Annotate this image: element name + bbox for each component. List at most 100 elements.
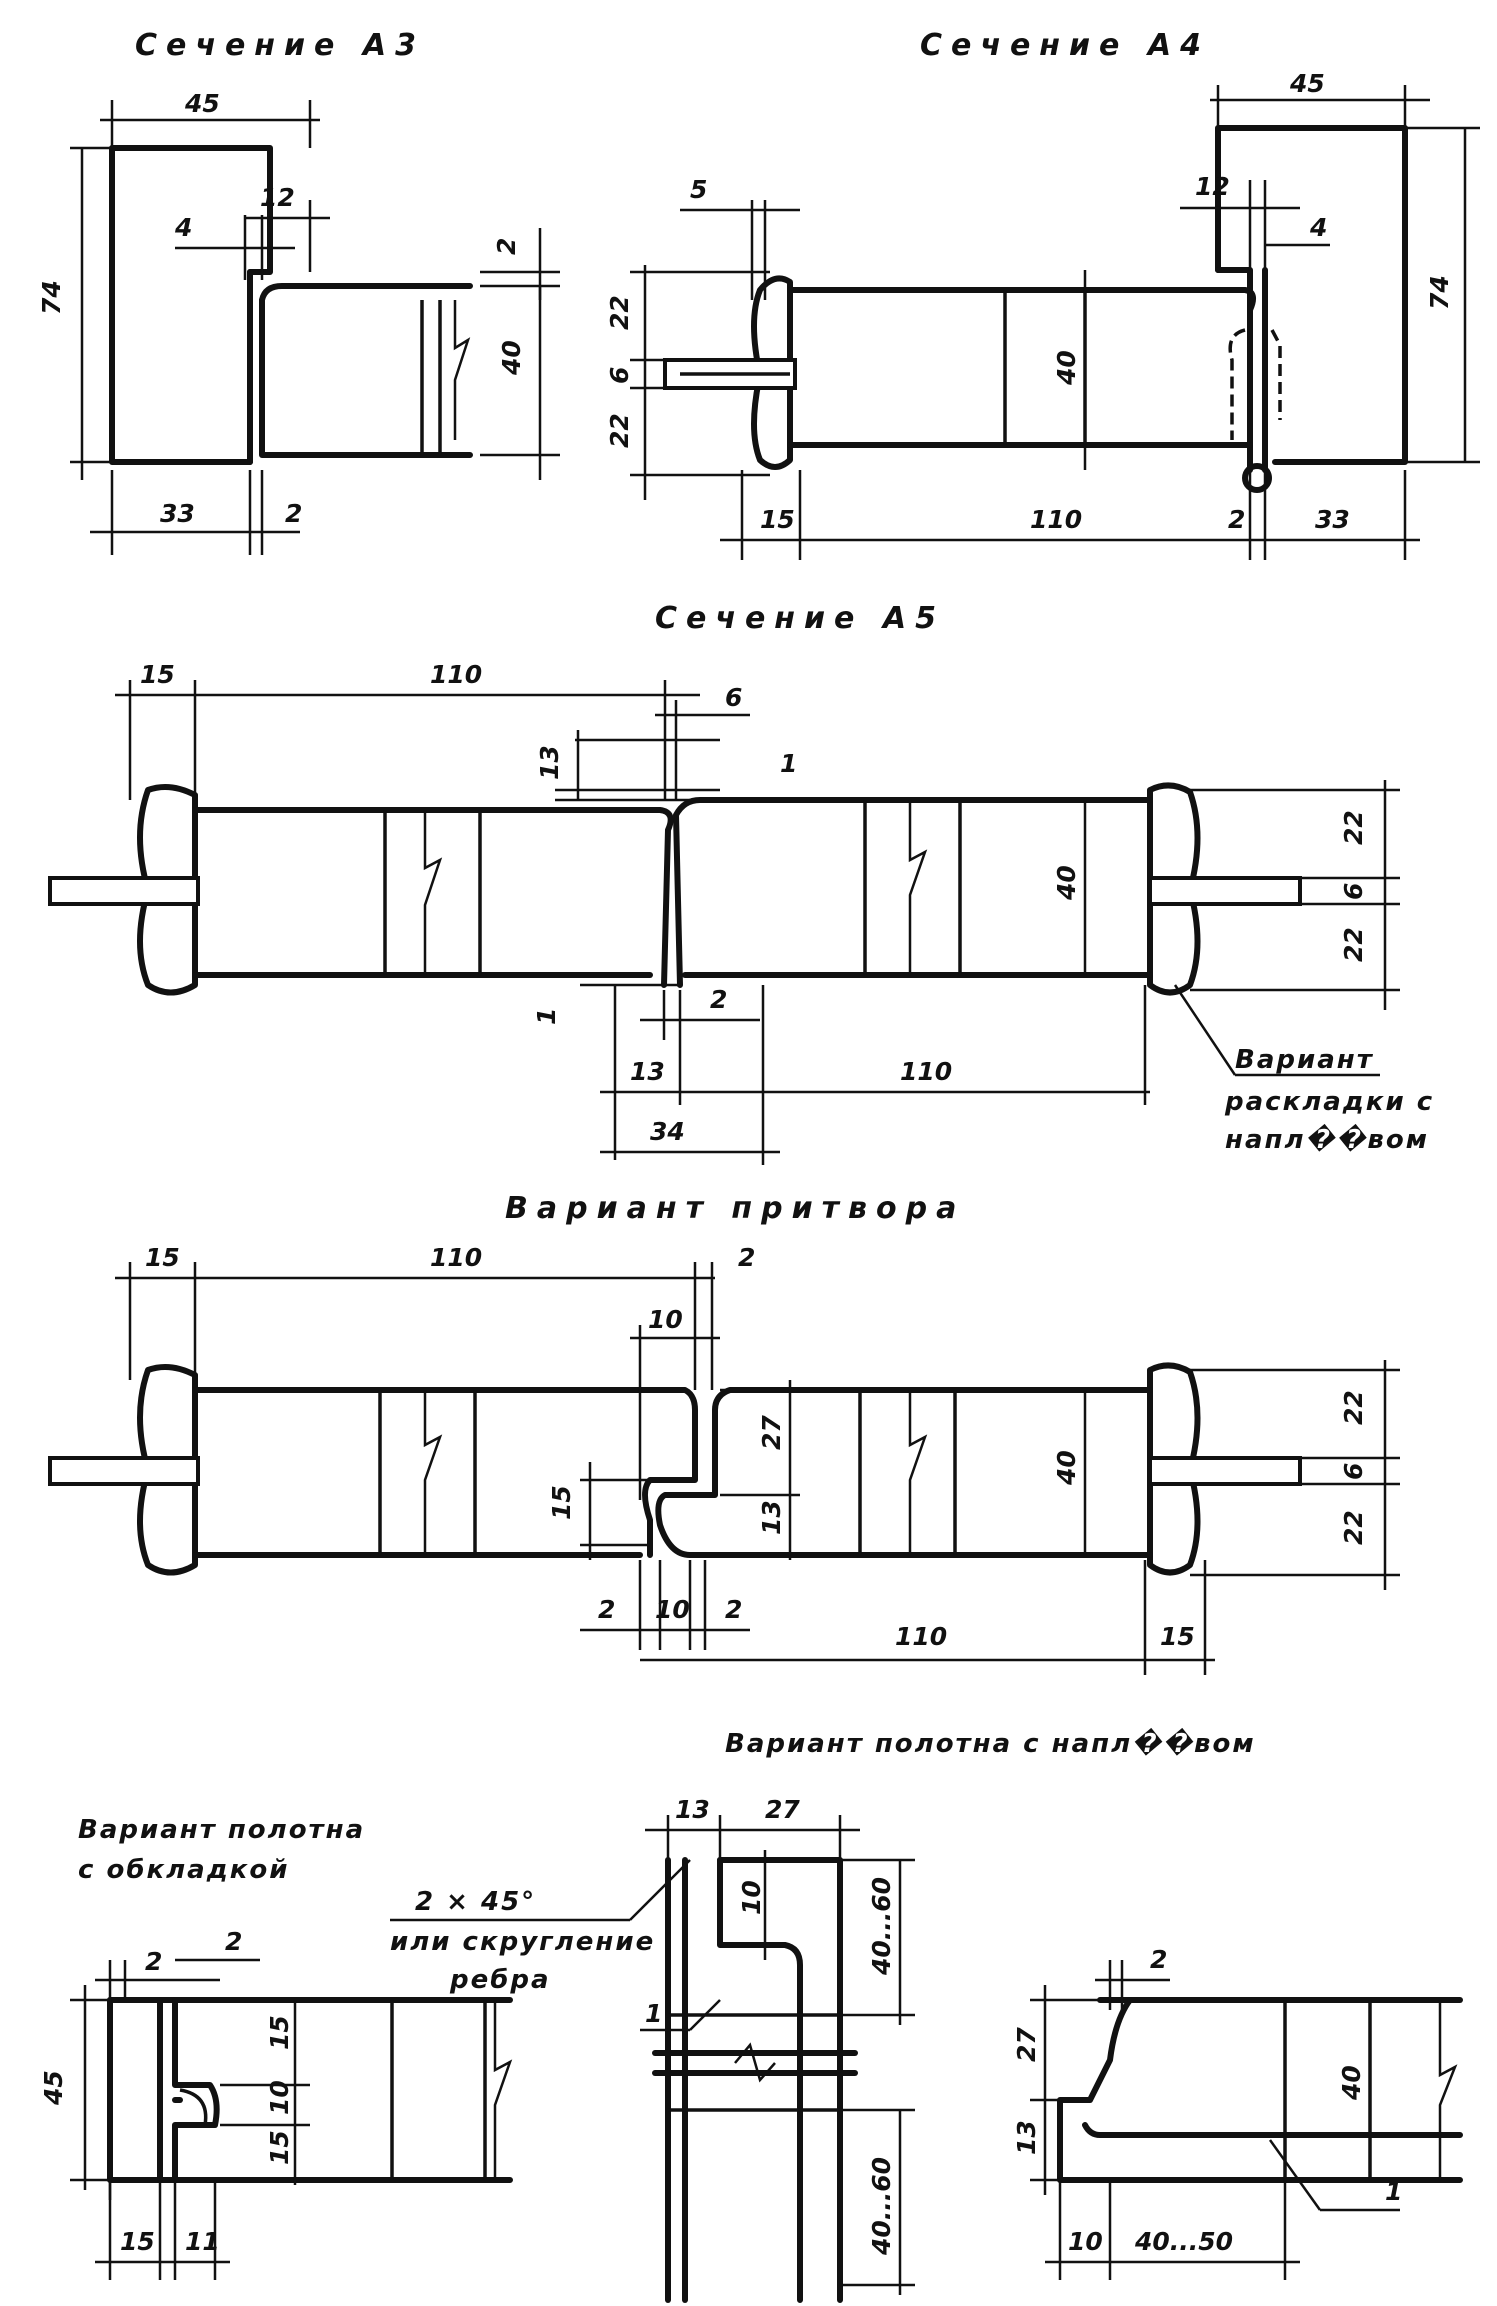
a3-height-label: 74: [37, 280, 66, 315]
obkladka-title-line-1: Вариант полотна: [78, 1815, 365, 1845]
section-a5: Сечение А5 15 110 6: [48, 601, 1434, 1165]
naplav-callout-horizontal: 1: [1385, 2177, 1402, 2206]
obkladka-bottom-r-label: 11: [185, 2227, 220, 2256]
naplav-callout-vertical: 1: [645, 1999, 662, 2028]
a4-thickness-label: 40: [1052, 350, 1081, 386]
pritvor-thickness-label: 40: [1052, 1450, 1081, 1486]
pritvor-h27-label: 27: [757, 1415, 786, 1450]
section-naplav: Вариант полотна с напл��вом 2 × 45° или …: [390, 1728, 1463, 2303]
naplav-chamfer-line-2: или скругление: [390, 1927, 655, 1957]
section-a5-profile: [48, 782, 1302, 996]
obkladka-t3-label: 15: [265, 2130, 294, 2165]
obkladka-gap2-label: 2: [225, 1927, 242, 1956]
a5-upper-label: 22: [1339, 810, 1368, 845]
a4-left-label: 15: [760, 505, 795, 534]
pritvor-gap-l-label: 2: [598, 1595, 615, 1624]
section-a3: Сечение А3 45 74 4 12: [37, 28, 560, 555]
a5-note-line-2: раскладки с: [1224, 1087, 1434, 1117]
section-a4-dimensions: 45 5 12 4 74 22 6 22 40: [605, 69, 1480, 560]
naplav-top-l-label: 13: [675, 1795, 710, 1824]
pritvor-span-top-label: 110: [430, 1243, 482, 1272]
pritvor-profile: [48, 1362, 1302, 1576]
naplav-h27-label: 27: [1012, 2027, 1041, 2062]
pritvor-glass-left: [48, 1456, 200, 1486]
a4-gap-label: 2: [1228, 505, 1245, 534]
pritvor-gap-r-label: 2: [725, 1595, 742, 1624]
naplav-range-top-label: 40...60: [867, 1877, 896, 1976]
pritvor-span-bottom-label: 110: [895, 1622, 947, 1651]
pritvor-left-label: 15: [145, 1243, 180, 1272]
a5-glass-left: [48, 876, 200, 906]
obkladka-dimensions: 2 2 45 15 10 15 15 11: [39, 1927, 310, 2280]
a4-top-width-label: 45: [1289, 69, 1325, 98]
naplav-ten-label: 10: [737, 1880, 766, 1915]
a4-right-label: 33: [1315, 505, 1350, 534]
obkladka-gap1-label: 2: [145, 1947, 162, 1976]
naplav-horizontal-dimensions: 2 27 13 40 10 40...50 1: [1012, 1945, 1402, 2280]
pritvor-title: Вариант притвора: [505, 1191, 965, 1226]
section-a4: Сечение А4 45 5: [605, 28, 1480, 560]
a5-rebate-h-label: 13: [535, 745, 564, 780]
a5-one-bottom-label: 1: [532, 1008, 561, 1025]
obkladka-profile: [107, 1997, 513, 2183]
obkladka-side-h-label: 45: [39, 2070, 68, 2106]
a3-thickness-label: 40: [497, 340, 526, 376]
naplav-horizontal-profile: [1057, 1997, 1463, 2183]
pritvor-h13-label: 13: [757, 1500, 786, 1535]
a5-span-bottom-label: 110: [900, 1057, 952, 1086]
a5-glass-label: 6: [1339, 883, 1368, 900]
obkladka-bottom-l-label: 15: [120, 2227, 155, 2256]
obkladka-t1-label: 15: [265, 2015, 294, 2050]
a5-lower-label: 22: [1339, 927, 1368, 962]
pritvor-step-h-label: 15: [547, 1485, 576, 1520]
a5-rebate-w-label: 13: [630, 1057, 665, 1086]
a4-lower-label: 22: [605, 413, 634, 448]
section-pritvor: Вариант притвора 15 110 2: [48, 1191, 1400, 1675]
a5-gap-top-label: 6: [725, 683, 742, 712]
a3-rebate-label: 12: [260, 183, 295, 212]
naplav-thickness-label: 40: [1337, 2065, 1366, 2101]
a5-overall-label: 34: [650, 1117, 685, 1146]
pritvor-upper-label: 22: [1339, 1390, 1368, 1425]
section-a4-title: Сечение А4: [920, 28, 1210, 63]
pritvor-dimensions: 15 110 2 10 15 27 13 40 22 6 22: [115, 1243, 1400, 1675]
naplav-chamfer-line-3: ребра: [449, 1965, 551, 1995]
a3-bottom-gap-label: 2: [285, 499, 302, 528]
naplav-gap-label: 2: [1150, 1945, 1167, 1974]
naplav-vertical-dimensions: 13 27 10 40...60 40...60 1: [640, 1795, 915, 2295]
naplav-range-bottom-label: 40...60: [867, 2157, 896, 2256]
a3-bottom-left-label: 33: [160, 499, 195, 528]
section-a3-title: Сечение А3: [135, 28, 425, 63]
a5-one-top-label: 1: [780, 749, 797, 778]
section-obkladka: Вариант полотна с обкладкой 2 2 45: [39, 1815, 513, 2280]
a5-span-top-label: 110: [430, 660, 482, 689]
a4-height-label: 74: [1425, 275, 1454, 310]
a5-note-line-3: напл��вом: [1225, 1124, 1429, 1155]
naplav-top-r-label: 27: [765, 1795, 800, 1824]
a4-glass-label: 6: [605, 367, 634, 384]
a3-width-label: 45: [184, 89, 220, 118]
a4-bead-label: 5: [690, 175, 707, 204]
naplav-title: Вариант полотна с напл��вом: [725, 1728, 1256, 1759]
obkladka-t2-label: 10: [265, 2080, 294, 2115]
pritvor-right-label: 15: [1160, 1622, 1195, 1651]
section-a3-profile: [109, 145, 473, 465]
section-a5-dimensions: 15 110 6 13 1 1 2 40 22 6 22: [115, 660, 1434, 1165]
a4-upper-label: 22: [605, 295, 634, 330]
naplav-vertical-profile: [652, 1857, 858, 2303]
pritvor-glass-right: [1148, 1456, 1302, 1486]
a3-offset-label: 4: [174, 213, 192, 242]
pritvor-gap-top-label: 2: [738, 1243, 755, 1272]
a4-span-label: 110: [1030, 505, 1082, 534]
section-a4-profile: [663, 125, 1408, 493]
obkladka-title-line-2: с обкладкой: [78, 1855, 289, 1885]
naplav-chamfer-line-1: 2 × 45°: [415, 1887, 536, 1917]
a4-offset-label: 4: [1309, 213, 1327, 242]
a5-thickness-label: 40: [1052, 865, 1081, 901]
a3-gap-top-label: 2: [492, 238, 521, 255]
naplav-bottom-l-label: 10: [1068, 2227, 1103, 2256]
pritvor-lower-label: 22: [1339, 1510, 1368, 1545]
naplav-h13-label: 13: [1012, 2120, 1041, 2155]
a5-left-label: 15: [140, 660, 175, 689]
